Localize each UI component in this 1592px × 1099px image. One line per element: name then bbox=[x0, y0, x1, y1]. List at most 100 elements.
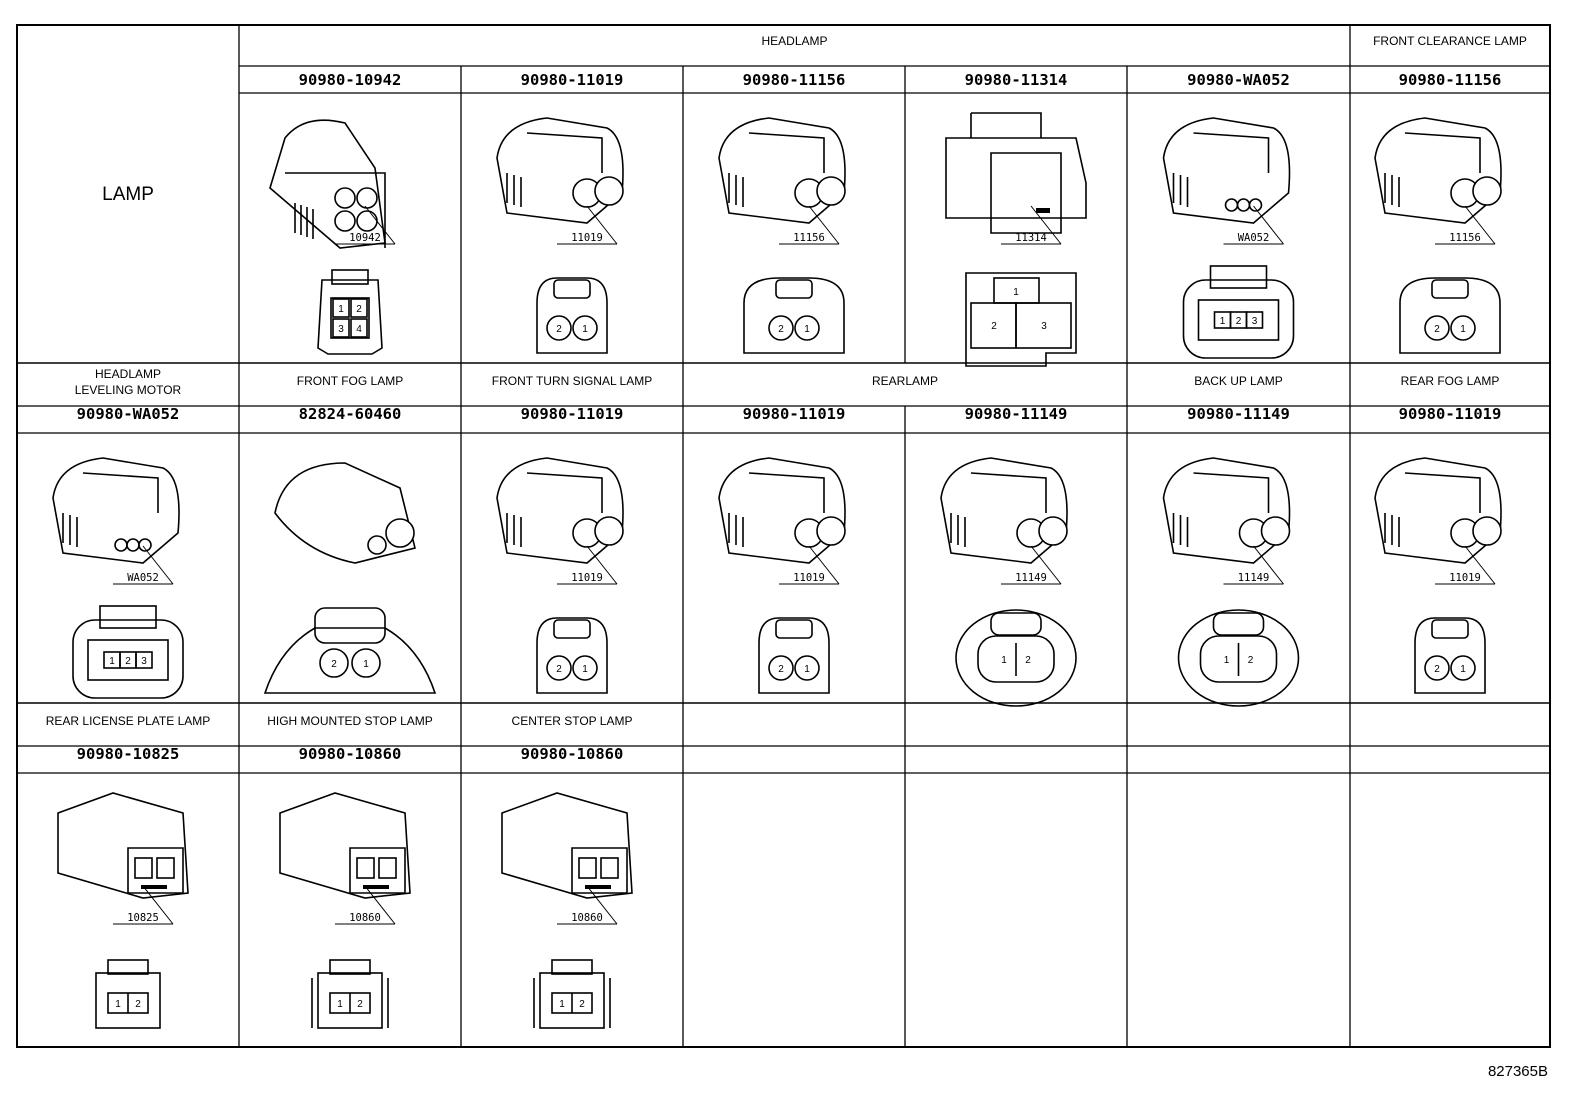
pin-label: 1 bbox=[804, 664, 810, 675]
pin-label: 3 bbox=[338, 324, 344, 335]
table-grid bbox=[16, 24, 1551, 1048]
connector-tag: 11019 bbox=[1449, 572, 1481, 584]
connector-tag: 11019 bbox=[571, 572, 603, 584]
part-number: 90980-10825 bbox=[77, 745, 180, 763]
pin-label: 1 bbox=[1001, 655, 1007, 666]
cell-header: CENTER STOP LAMP bbox=[512, 714, 633, 728]
connector-tag: WA052 bbox=[1238, 232, 1270, 244]
cell-header: HEADLAMP bbox=[761, 34, 827, 48]
pin-label: 2 bbox=[991, 321, 997, 332]
connector-tag: 11156 bbox=[793, 232, 825, 244]
pin-label: 1 bbox=[1460, 664, 1466, 675]
connector-tag: 11149 bbox=[1238, 572, 1270, 584]
pin-label: 4 bbox=[356, 324, 362, 335]
connector-tag: 11019 bbox=[571, 232, 603, 244]
pin-label: 2 bbox=[556, 664, 562, 675]
cell-header: REARLAMP bbox=[872, 374, 938, 388]
connector-tag: 11149 bbox=[1015, 572, 1047, 584]
part-number: 90980-10860 bbox=[521, 745, 624, 763]
part-number: 90980-11314 bbox=[965, 71, 1068, 89]
connector-tag: WA052 bbox=[127, 572, 159, 584]
pin-label: 3 bbox=[1252, 316, 1258, 327]
pin-label: 1 bbox=[582, 324, 588, 335]
connector-cell: HEADLAMP 90980-10942 10942 1 2 3 4 bbox=[269, 34, 828, 355]
part-number: 90980-11149 bbox=[965, 405, 1068, 423]
pin-label: 1 bbox=[337, 999, 343, 1010]
connector-tag: 11156 bbox=[1449, 232, 1481, 244]
cell-header: REAR LICENSE PLATE LAMP bbox=[46, 714, 211, 728]
connector-cell: REARLAMP 90980-11019 11019 2 1 bbox=[718, 374, 938, 694]
connector-cell: 90980-11314 11314 1 2 3 bbox=[945, 71, 1087, 367]
cell-header: HIGH MOUNTED STOP LAMP bbox=[267, 714, 433, 728]
part-number: 90980-11019 bbox=[521, 405, 624, 423]
pin-label: 2 bbox=[1248, 655, 1254, 666]
connector-cell: CENTER STOP LAMP 90980-10860 10860 1 2 bbox=[501, 714, 633, 1029]
connector-cell: FRONT FOG LAMP 82824-60460 2 1 bbox=[263, 374, 437, 694]
part-number: 82824-60460 bbox=[299, 405, 402, 423]
part-number: 90980-11019 bbox=[743, 405, 846, 423]
connector-tag: 10825 bbox=[127, 912, 159, 924]
pin-label: 2 bbox=[1025, 655, 1031, 666]
pin-label: 2 bbox=[556, 324, 562, 335]
cell-header: FRONT CLEARANCE LAMP bbox=[1373, 34, 1527, 48]
pin-label: 2 bbox=[579, 999, 585, 1010]
connector-tag: 11019 bbox=[793, 572, 825, 584]
pin-label: 2 bbox=[331, 659, 337, 670]
pin-label: 1 bbox=[109, 656, 115, 667]
connector-cell: FRONT TURN SIGNAL LAMP 90980-11019 11019 2 1 bbox=[492, 374, 652, 694]
part-number: 90980-10942 bbox=[299, 71, 402, 89]
pin-label: 1 bbox=[1013, 287, 1019, 298]
pin-label: 1 bbox=[1224, 655, 1230, 666]
pin-label: 2 bbox=[778, 664, 784, 675]
cell-header-line2: LEVELING MOTOR bbox=[75, 383, 182, 397]
part-number: 90980-10860 bbox=[299, 745, 402, 763]
cell-header: HEADLAMP bbox=[95, 367, 161, 381]
pin-label: 2 bbox=[778, 324, 784, 335]
pin-label: 1 bbox=[115, 999, 121, 1010]
pin-label: 1 bbox=[804, 324, 810, 335]
connector-cell: HIGH MOUNTED STOP LAMP 90980-10860 10860 1 2 bbox=[267, 714, 433, 1029]
part-number: 90980-11019 bbox=[1399, 405, 1502, 423]
part-number: 90980-11156 bbox=[743, 71, 846, 89]
pin-label: 2 bbox=[135, 999, 141, 1010]
pin-label: 3 bbox=[141, 656, 147, 667]
pin-label: 2 bbox=[1434, 664, 1440, 675]
pin-label: 2 bbox=[125, 656, 131, 667]
part-number: 90980-11149 bbox=[1187, 405, 1290, 423]
chart-title: LAMP bbox=[102, 184, 154, 205]
connector-cell: 90980-11156 11156 2 1 bbox=[718, 71, 846, 354]
pin-label: 1 bbox=[582, 664, 588, 675]
cell-header: BACK UP LAMP bbox=[1194, 374, 1282, 388]
part-number: 90980-WA052 bbox=[1187, 71, 1290, 89]
pin-label: 2 bbox=[356, 304, 362, 315]
pin-label: 1 bbox=[363, 659, 369, 670]
pin-label: 1 bbox=[338, 304, 344, 315]
cell-header: FRONT FOG LAMP bbox=[297, 374, 403, 388]
part-number: 90980-WA052 bbox=[77, 405, 180, 423]
part-number: 90980-11019 bbox=[521, 71, 624, 89]
connector-tag: 10860 bbox=[349, 912, 381, 924]
connector-cell: BACK UP LAMP 90980-11149 11149 1 2 bbox=[1162, 374, 1300, 707]
pin-label: 1 bbox=[1460, 324, 1466, 335]
pin-label: 2 bbox=[357, 999, 363, 1010]
connector-tag: 10860 bbox=[571, 912, 603, 924]
connector-tag: 11314 bbox=[1015, 232, 1047, 244]
connector-cell: REAR FOG LAMP 90980-11019 11019 2 1 bbox=[1374, 374, 1502, 694]
cell-header: REAR FOG LAMP bbox=[1401, 374, 1500, 388]
connector-cell: 90980-11149 11149 1 2 bbox=[940, 405, 1077, 707]
connector-cell: 90980-11019 11019 2 1 bbox=[496, 71, 624, 354]
cell-header: FRONT TURN SIGNAL LAMP bbox=[492, 374, 652, 388]
connector-tag: 10942 bbox=[349, 232, 381, 244]
connector-cell: REAR LICENSE PLATE LAMP 90980-10825 10825 1… bbox=[46, 714, 211, 1029]
figure-code: 827365B bbox=[1488, 1063, 1548, 1080]
pin-label: 1 bbox=[1220, 316, 1226, 327]
pin-label: 2 bbox=[1236, 316, 1242, 327]
part-number: 90980-11156 bbox=[1399, 71, 1502, 89]
pin-label: 1 bbox=[559, 999, 565, 1010]
pin-label: 3 bbox=[1041, 321, 1047, 332]
